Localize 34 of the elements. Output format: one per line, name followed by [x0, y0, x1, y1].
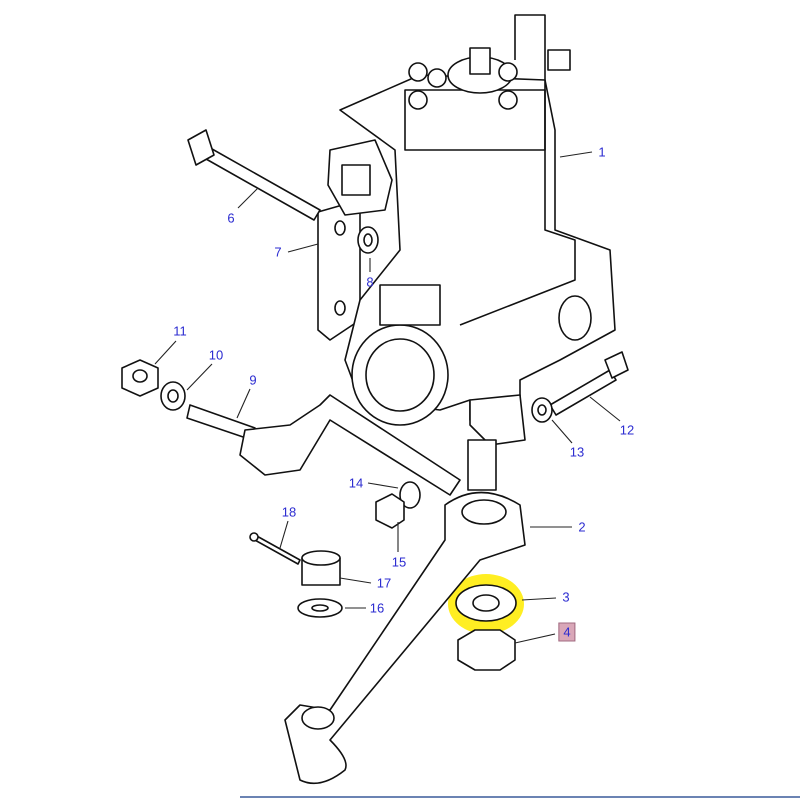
leader-line [530, 526, 572, 528]
callout-number: 1 [598, 144, 606, 160]
callout-number: 6 [227, 210, 235, 226]
callout-number: 4 [558, 622, 576, 642]
leader-line [186, 364, 212, 390]
callout-number: 12 [620, 422, 634, 438]
callout-number: 3 [562, 590, 570, 604]
callout-number: 9 [249, 372, 257, 388]
callout-number: 7 [274, 244, 282, 260]
callout-number: 16 [370, 600, 384, 616]
leader-line [560, 151, 592, 158]
leader-line [345, 607, 366, 609]
leader-line [590, 396, 620, 422]
callout-number: 8 [366, 274, 374, 290]
leader-line [368, 482, 398, 489]
leader-line [340, 577, 372, 584]
leader-line [397, 522, 399, 552]
callout-number: 10 [208, 348, 224, 362]
leader-line [279, 520, 289, 548]
leader-line [238, 188, 258, 208]
callout-number: 11 [173, 324, 187, 338]
leader-line [154, 340, 176, 364]
leader-line [522, 597, 556, 601]
leader-line [369, 258, 371, 272]
callout-number: 2 [578, 520, 586, 534]
leader-line [236, 388, 250, 418]
callout-number: 13 [570, 444, 584, 460]
callout-number: 14 [348, 476, 364, 490]
callout-number: 17 [376, 576, 392, 590]
leader-line [552, 420, 572, 444]
leader-line [288, 243, 318, 253]
leader-line [514, 633, 556, 644]
callout-number: 18 [282, 504, 296, 520]
callout-number: 15 [392, 554, 406, 570]
